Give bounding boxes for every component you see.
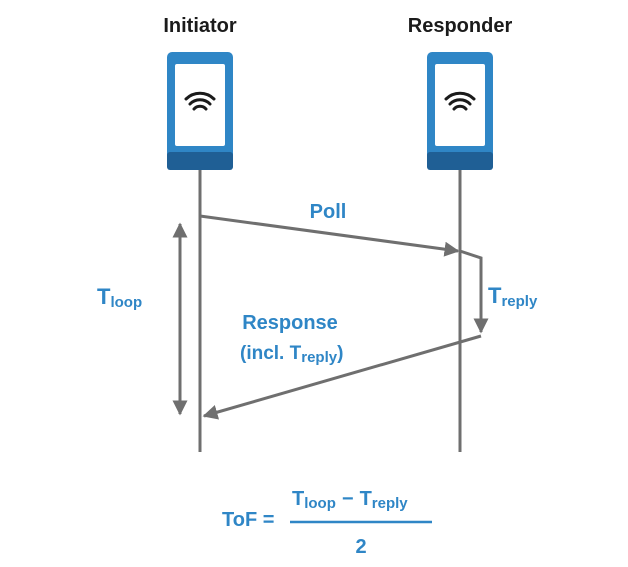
wifi-icon	[444, 91, 476, 111]
formula-lhs: ToF =	[222, 509, 274, 531]
smartphone-icon	[167, 52, 233, 170]
tof-formula: ToF = Tloop−Treply 2	[222, 488, 432, 558]
response-arrow	[202, 334, 482, 420]
response-label: Response	[242, 312, 338, 334]
tloop-label: Tloop	[97, 284, 142, 311]
treply-interval-arrow	[459, 249, 489, 334]
responder-title: Responder	[408, 15, 513, 37]
smartphone-icon	[427, 52, 493, 170]
formula-denominator: 2	[355, 536, 366, 558]
treply-label: Treply	[488, 283, 538, 310]
poll-label: Poll	[310, 201, 347, 223]
initiator-title: Initiator	[163, 15, 237, 37]
wifi-icon	[184, 91, 216, 111]
poll-arrow	[199, 214, 460, 257]
formula-numerator: Tloop−Treply	[292, 488, 408, 512]
response-sublabel: (incl. Treply)	[240, 343, 343, 366]
